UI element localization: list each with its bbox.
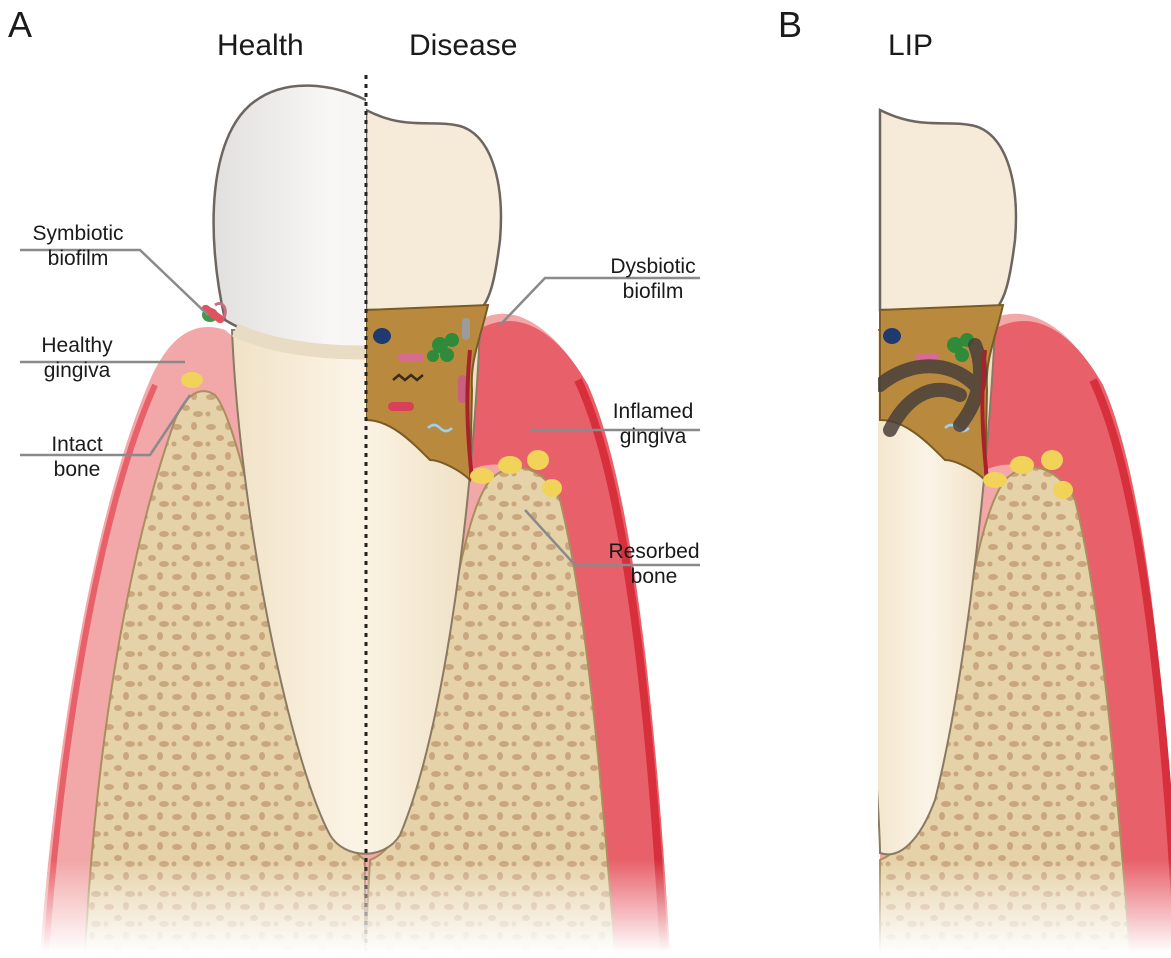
label-dysbiotic-biofilm: Dysbiotic biofilm [598,254,708,304]
label-intact-bone: Intact bone [22,432,132,482]
panel-b-letter: B [778,4,802,46]
label-inflamed-gingiva: Inflamed gingiva [598,399,708,449]
label-healthy-gingiva: Healthy gingiva [22,333,132,383]
disease-title: Disease [409,29,517,63]
label-resorbed-bone: Resorbed bone [594,539,714,589]
label-symbiotic-biofilm: Symbiotic biofilm [18,221,138,271]
panel-b-illustration [860,110,1171,953]
lip-tooth-crown [880,110,1016,310]
panel-a-letter: A [8,4,32,46]
tooth-crown-right [366,110,501,310]
panel-a-illustration [0,75,700,953]
health-title: Health [217,29,304,63]
lip-title: LIP [888,29,933,63]
